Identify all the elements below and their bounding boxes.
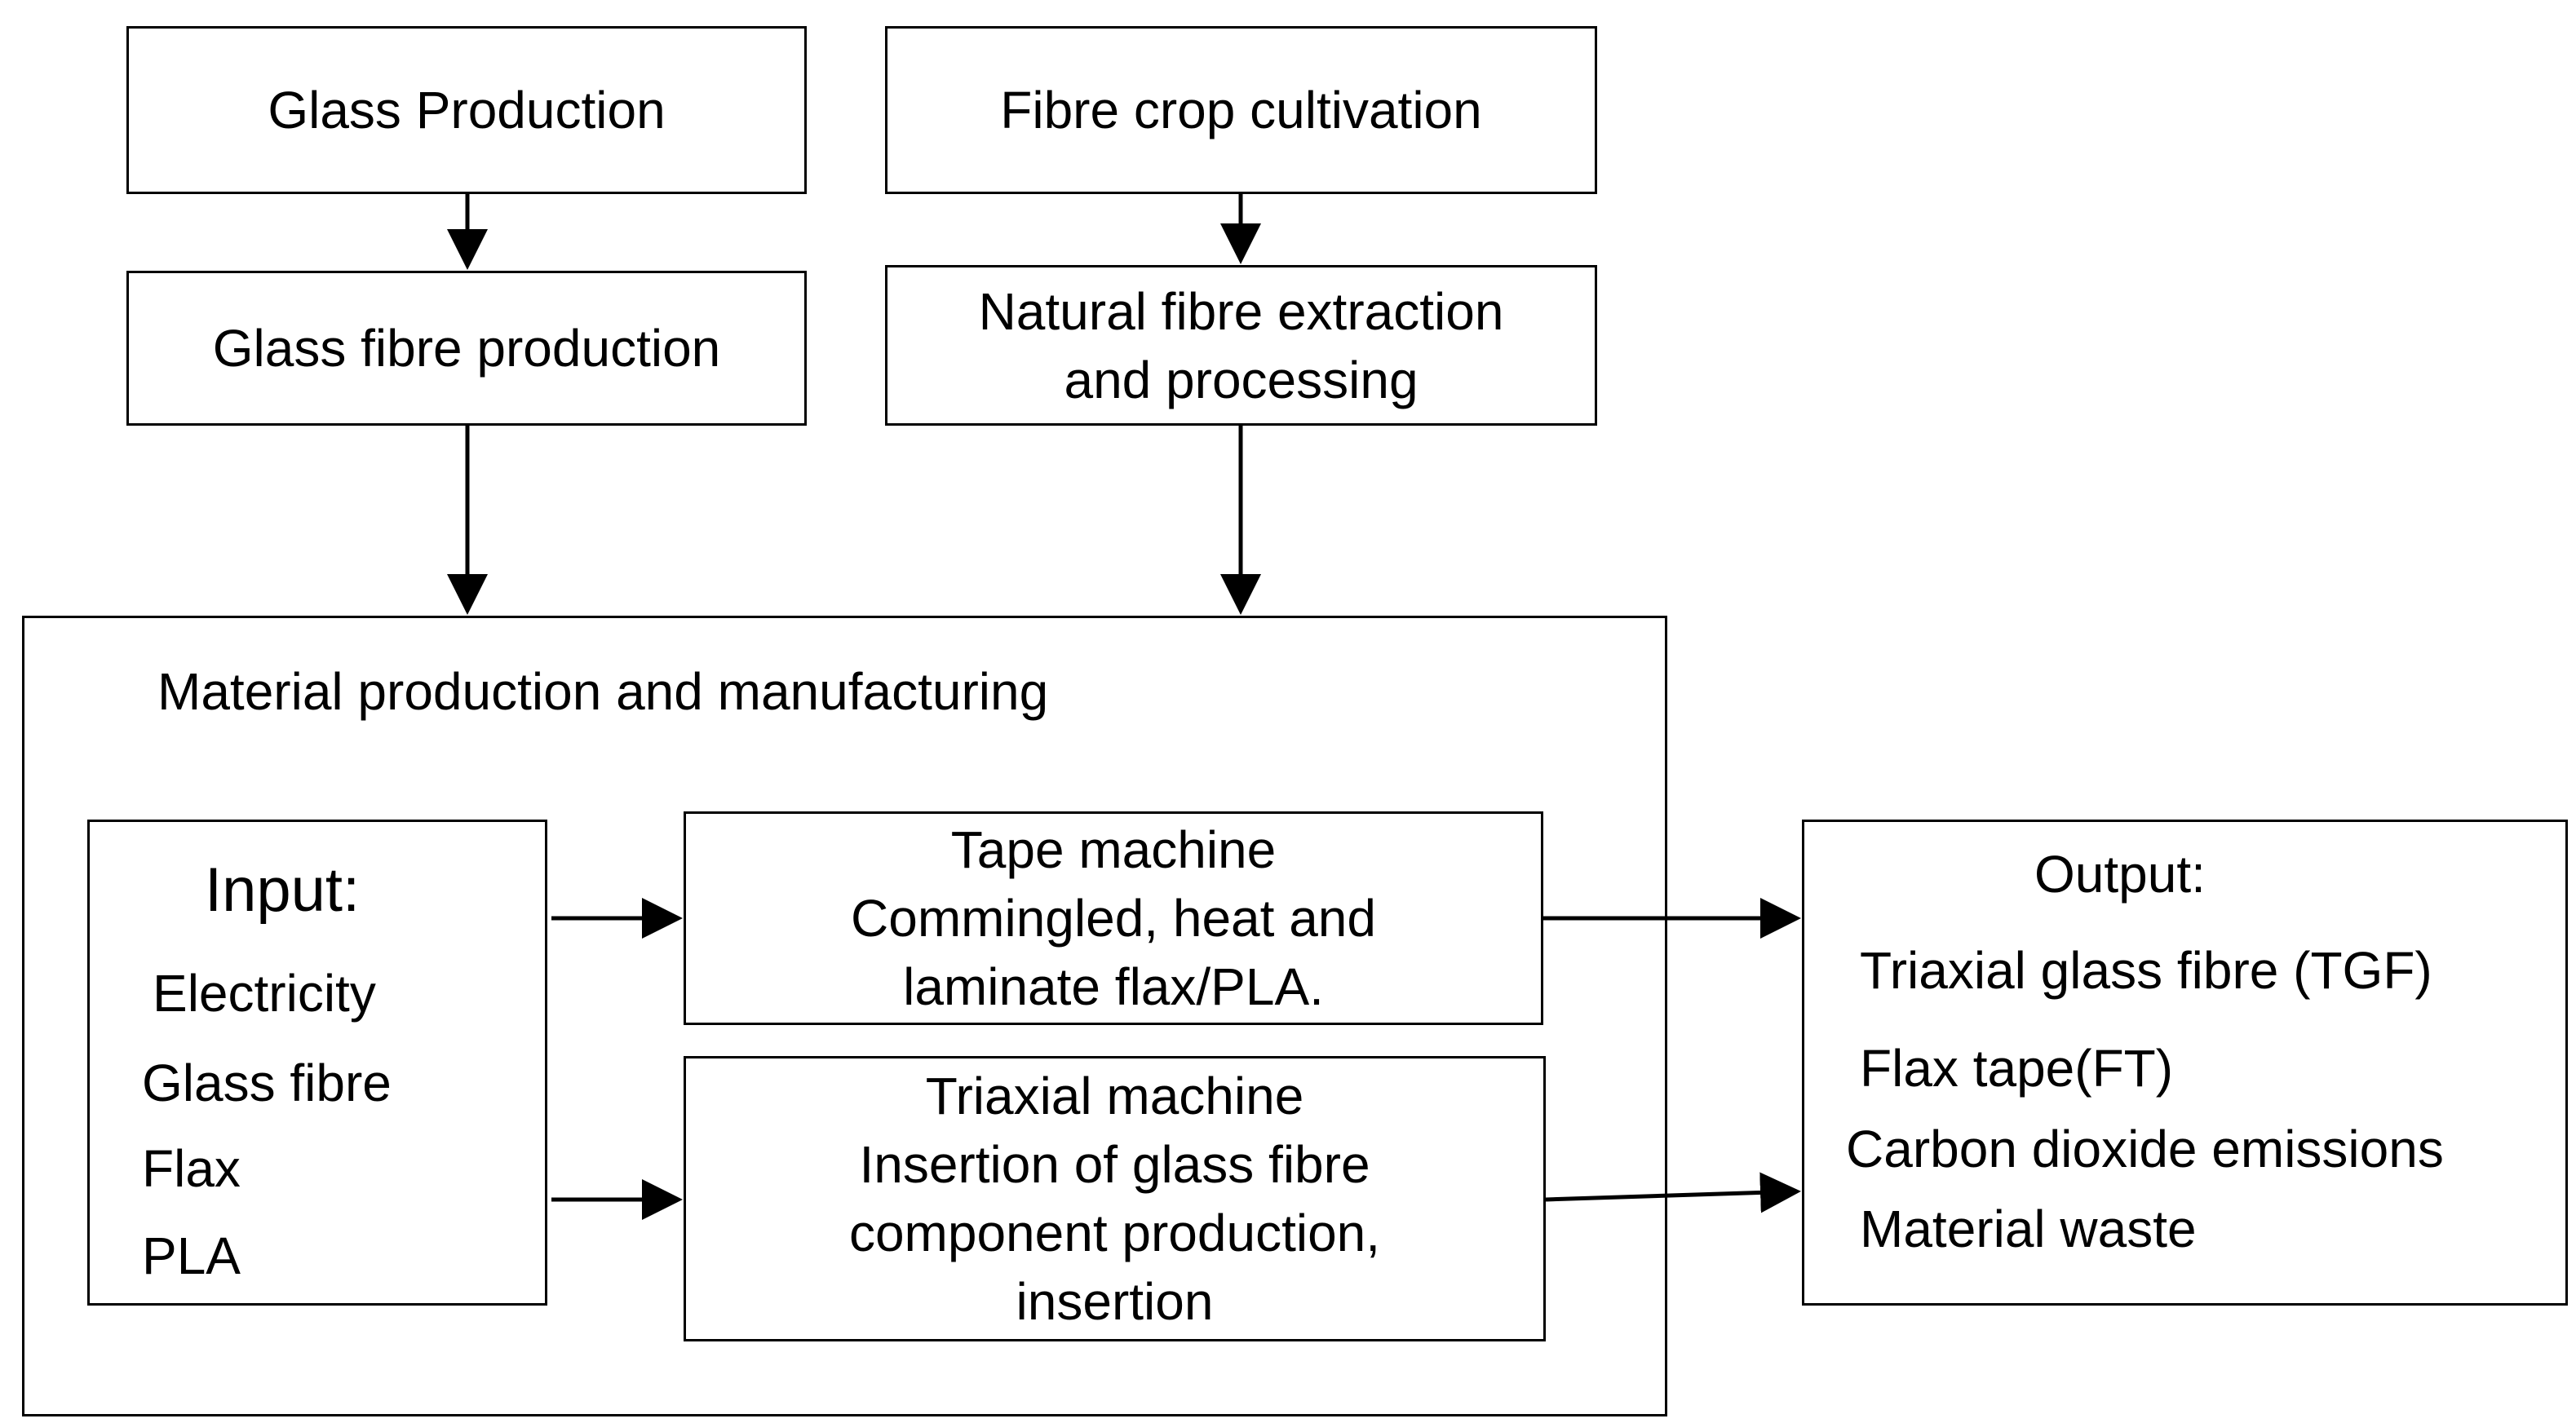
output-box — [1802, 820, 2568, 1306]
natural-fibre-line-1: Natural fibre extraction — [978, 281, 1504, 341]
arrow-triaxial-to-output — [1545, 1172, 1801, 1213]
glass-fibre-production-label: Glass fibre production — [212, 319, 721, 378]
output-title: Output: — [2034, 845, 2206, 904]
input-item-electricity: Electricity — [153, 964, 376, 1023]
fibre-crop-cultivation-box: Fibre crop cultivation — [885, 26, 1597, 194]
glass-production-box: Glass Production — [126, 26, 807, 194]
output-item-tgf: Triaxial glass fibre (TGF) — [1860, 941, 2432, 1000]
output-item-material-waste: Material waste — [1860, 1200, 2197, 1258]
tape-machine-line-2: Commingled, heat and — [851, 889, 1376, 948]
output-item-flax-tape: Flax tape(FT) — [1860, 1039, 2174, 1098]
manufacturing-title: Material production and manufacturing — [157, 662, 1049, 721]
triaxial-machine-line-4: insertion — [1016, 1272, 1214, 1331]
glass-fibre-production-box: Glass fibre production — [126, 271, 807, 426]
fibre-crop-cultivation-label: Fibre crop cultivation — [1000, 81, 1482, 139]
input-title: Input: — [205, 855, 361, 925]
triaxial-machine-line-3: component production, — [848, 1204, 1381, 1262]
input-item-glass-fibre: Glass fibre — [142, 1054, 392, 1112]
natural-fibre-line-2: and processing — [1064, 350, 1419, 409]
input-item-pla: PLA — [142, 1226, 241, 1285]
triaxial-machine-line-2: Insertion of glass fibre — [859, 1135, 1370, 1194]
natural-fibre-extraction-box: Natural fibre extraction and processing — [885, 265, 1597, 426]
tape-machine-line-3: laminate flax/PLA. — [903, 957, 1324, 1016]
input-item-flax: Flax — [142, 1139, 241, 1198]
glass-production-label: Glass Production — [268, 81, 666, 139]
triaxial-machine-line-1: Triaxial machine — [925, 1067, 1304, 1125]
tape-machine-box: Tape machine Commingled, heat and lamina… — [684, 811, 1543, 1025]
triaxial-machine-box: Triaxial machine Insertion of glass fibr… — [684, 1056, 1546, 1341]
output-item-co2: Carbon dioxide emissions — [1846, 1120, 2444, 1178]
tape-machine-line-1: Tape machine — [950, 820, 1277, 879]
input-box — [87, 820, 547, 1306]
